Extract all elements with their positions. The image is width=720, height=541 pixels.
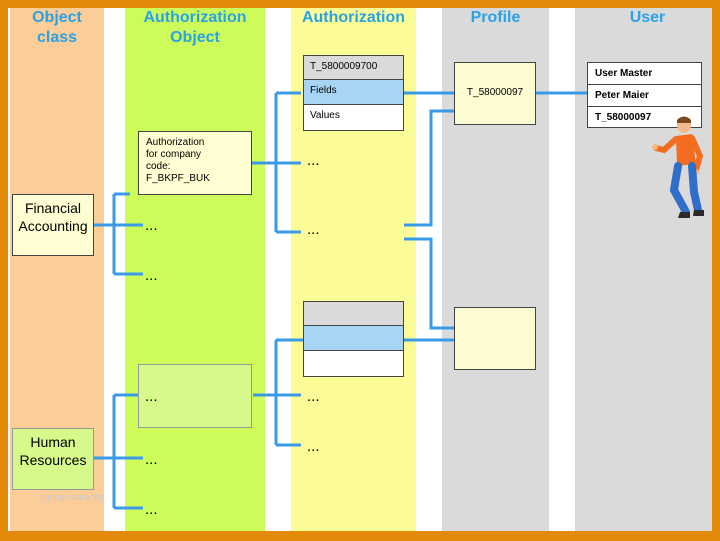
human-resources-line-2: Resources: [19, 452, 87, 468]
authorization-header: Authorization: [301, 9, 406, 26]
ellipsis-authorization-2: ...: [307, 221, 320, 238]
authorization-object-box-2: [138, 364, 252, 428]
auth-object-line-4: F_BKPF_BUK: [146, 173, 210, 184]
authorization-object-header-line-2: Object: [170, 29, 220, 46]
authorization-object-column: Authorization Object: [125, 8, 265, 531]
object-class-header-line-2: class: [36, 29, 78, 46]
user-person-icon: [652, 116, 704, 218]
object-class-header: Object class: [10, 8, 104, 48]
watermark: vorlage.kara.top: [40, 492, 105, 502]
authorization-fields: Fields: [304, 80, 403, 105]
profile-header: Profile: [470, 9, 521, 26]
ellipsis-auth-object-3: ...: [145, 388, 158, 405]
connector-authz-profile-3: [404, 237, 454, 330]
ellipsis-authorization-3: ...: [307, 388, 320, 405]
authorization-object-box: Authorization for company code: F_BKPF_B…: [138, 131, 252, 195]
profile-box-2: [454, 307, 536, 370]
authorization-2-name-row: [304, 302, 403, 326]
authorization-2-fields-row: [304, 326, 403, 351]
connector-authz-profile-2: [404, 109, 454, 227]
user-header: User: [629, 9, 666, 26]
ellipsis-authorization-1: ...: [307, 152, 320, 169]
user-name: Peter Maier: [588, 85, 701, 107]
human-resources-line-1: Human: [30, 434, 76, 450]
authorization-object-header: Authorization Object: [125, 8, 265, 48]
auth-object-line-2: for company: [146, 149, 202, 160]
user-master-title: User Master: [588, 63, 701, 85]
connector-lines: [94, 91, 587, 510]
financial-accounting-line-1: Financial: [24, 200, 82, 216]
authorization-name: T_5800009700: [304, 56, 403, 80]
authorization-2-values-row: [304, 351, 403, 376]
ellipsis-authorization-4: ...: [307, 438, 320, 455]
profile-box: T_58000097: [454, 62, 536, 125]
financial-accounting-box: Financial Accounting: [12, 194, 94, 256]
financial-accounting-line-2: Accounting: [18, 218, 88, 234]
ellipsis-auth-object-4: ...: [145, 451, 158, 468]
auth-object-line-3: code:: [146, 161, 171, 172]
authorization-box: T_5800009700 Fields Values: [303, 55, 404, 131]
human-resources-box: Human Resources: [12, 428, 94, 490]
user-profile-ref: T_58000097: [595, 112, 652, 123]
authorization-values: Values: [304, 105, 403, 130]
ellipsis-auth-object-5: ...: [145, 501, 158, 518]
authorization-object-header-line-1: Authorization: [143, 9, 247, 26]
ellipsis-auth-object-2: ...: [145, 267, 158, 284]
ellipsis-auth-object-1: ...: [145, 217, 158, 234]
object-class-header-line-1: Object: [32, 9, 82, 26]
auth-object-line-1: Authorization: [146, 137, 205, 148]
authorization-box-2: [303, 301, 404, 377]
